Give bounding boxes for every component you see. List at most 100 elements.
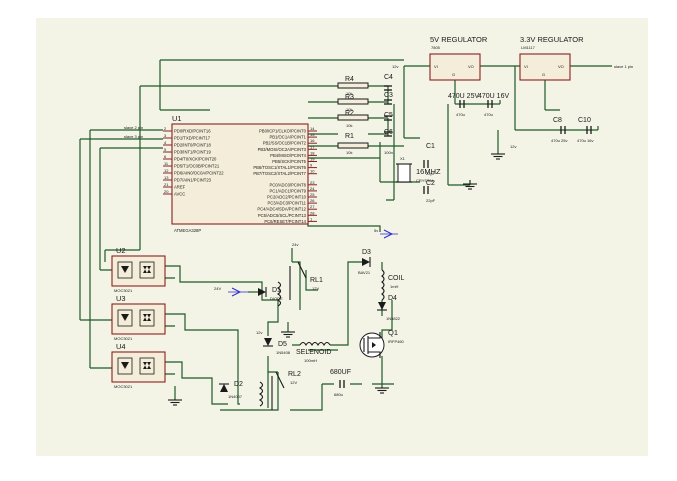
net-label-12v-low: 12v (510, 144, 516, 149)
mcu-pin-label: PB2/SS/OC1B/PCINT2 (263, 141, 307, 146)
svg-text:D4: D4 (388, 295, 397, 302)
crystal-16mhz: 16MHZ X1 CRYSTAL (396, 156, 441, 183)
resistor-r3: R3 10k (337, 94, 369, 112)
mcu-pin-number: 21 (164, 182, 169, 187)
cap-c1: C1 22pF (423, 143, 436, 176)
cap-c5: C5 (384, 112, 393, 121)
net-label-slave2: slave 2 pin (124, 125, 143, 130)
svg-text:U4: U4 (116, 342, 126, 351)
mcu-pin-label: AREF (174, 185, 186, 190)
mcu-pin-number: 11 (164, 161, 169, 166)
svg-text:470u 25v: 470u 25v (551, 138, 567, 143)
mcu-pin-label: PC3/ADC3/PCINT11 (267, 201, 306, 206)
svg-text:470u: 470u (456, 112, 465, 117)
probe-24v: 24V (214, 286, 248, 297)
opto-u3: U3 MOC3021 (111, 294, 166, 341)
mcu-pin-label: PC4/ADC4/SDA/PCINT12 (257, 207, 306, 212)
svg-text:1mH: 1mH (390, 284, 399, 289)
mcu-pin-number: 25 (310, 192, 315, 197)
mcu-pin-number: 4 (164, 140, 167, 145)
mcu-pin-number: 18 (310, 150, 315, 155)
mcu-pin-number: 1 (310, 216, 313, 221)
mcu-pin-number: 9 (310, 163, 313, 168)
svg-text:680UF: 680UF (330, 369, 351, 376)
opto-u4: U4 MOC3021 (111, 342, 166, 389)
svg-text:1N4007: 1N4007 (228, 394, 243, 399)
mcu-pin-number: 6 (164, 154, 167, 159)
svg-text:MOC3021: MOC3021 (114, 288, 133, 293)
resistor-r1: R1 10k (337, 133, 369, 155)
svg-text:R1: R1 (345, 133, 354, 140)
cap-680uf: 680UF 680u (330, 369, 351, 397)
mcu-pin-number: 27 (310, 204, 315, 209)
mcu-pin-number: 15 (310, 132, 315, 137)
svg-text:C1: C1 (426, 143, 435, 150)
svg-text:10k: 10k (346, 123, 352, 128)
mcu-pin-number: 2 (164, 126, 167, 131)
cap-c2: C2 22pF (423, 180, 436, 203)
svg-text:U3: U3 (116, 294, 126, 303)
svg-text:DIODE: DIODE (270, 296, 283, 301)
svg-text:C10: C10 (578, 117, 591, 124)
crystal-part: CRYSTAL (416, 178, 435, 183)
svg-text:10k: 10k (346, 91, 352, 96)
mcu-pin-label: PB6/TOSC1/XTAL1/PCINT6 (253, 165, 306, 170)
svg-text:MOC3021: MOC3021 (114, 384, 133, 389)
mcu-pin-label: PB4/MISO/PCINT4 (270, 153, 307, 158)
mcu-pin-number: 13 (164, 175, 169, 180)
mcu-pin-number: 24 (310, 186, 315, 191)
mcu-pin-number: 16 (310, 138, 315, 143)
svg-text:100n: 100n (384, 150, 393, 155)
svg-text:10k: 10k (346, 107, 352, 112)
mcu-pin-label: PC0/ADC0/PCINT8 (269, 182, 306, 187)
svg-text:22pF: 22pF (426, 198, 436, 203)
svg-text:470U 25V: 470U 25V (448, 93, 479, 100)
svg-text:470u: 470u (484, 112, 493, 117)
mcu-pin-label: PD3/INT1/PCINT19 (174, 150, 211, 155)
resistor-r2: R2 10k (337, 110, 369, 128)
mcu-pin-label: PD4/T0/XCK/PCINT20 (174, 157, 217, 162)
svg-text:R2: R2 (345, 110, 354, 117)
svg-text:680u: 680u (334, 392, 343, 397)
svg-text:COIL: COIL (388, 275, 404, 282)
mcu-pin-number: 5 (164, 147, 167, 152)
mcu-pin-label: PB5/SCK/PCINT5 (272, 159, 306, 164)
svg-text:R4: R4 (345, 76, 354, 83)
coil: COIL 1mH (381, 269, 404, 301)
svg-text:VO: VO (558, 64, 564, 69)
net-label-12v: 12v (392, 64, 398, 69)
svg-text:5v: 5v (374, 228, 378, 233)
svg-text:SELENOID: SELENOID (296, 349, 331, 356)
svg-text:24V: 24V (214, 286, 221, 291)
diode-d3: D3 BAV21 (358, 249, 371, 275)
opto-u2: U2 MOC3021 (111, 246, 166, 293)
schematic-sheet (36, 18, 648, 456)
mcu-pin-number: 28 (310, 210, 315, 215)
mcu-pin-label: PD2/INT0/PCINT18 (174, 143, 211, 148)
svg-text:C4: C4 (384, 74, 393, 81)
mcu-part: ATMEGA328P (174, 228, 201, 233)
svg-text:D2: D2 (234, 381, 243, 388)
svg-text:10k: 10k (346, 150, 352, 155)
mcu-pin-label: PD5/T1/OC0B/PCINT21 (174, 164, 220, 169)
mosfet-q1: Q1 IRFP460 (359, 328, 405, 358)
probe-5v: 5v (374, 228, 398, 239)
cap-c6: C6 100n (384, 129, 393, 155)
mcu-pin-number: 12 (164, 168, 169, 173)
svg-text:1N5408: 1N5408 (276, 350, 291, 355)
regulator-3v3: 3.3V REGULATOR LM1117 VI VO G slave 1 pi… (519, 35, 633, 81)
mcu-pin-label: PC6/RESET/PCINT14 (264, 219, 306, 224)
mcu-pin-number: 23 (310, 180, 315, 185)
mcu-pin-label: PD7/AIN1/PCINT23 (174, 178, 212, 183)
svg-text:C2: C2 (426, 180, 435, 187)
mcu-pin-label: PC1/ADC1/PCINT9 (269, 188, 306, 193)
svg-text:RL2: RL2 (288, 371, 301, 378)
crystal-label: 16MHZ (416, 167, 441, 176)
svg-text:U2: U2 (116, 246, 126, 255)
regulator-5v: 5V REGULATOR 7805 VI VO G 12v (392, 35, 488, 81)
cap-c10: C10 470u 16v (577, 117, 593, 143)
svg-text:D1: D1 (272, 287, 281, 294)
net-label-slave3: slave 3 pin (124, 134, 143, 139)
mcu-pin-label: PD6/AIN0/OC0A/PCINT22 (174, 171, 224, 176)
